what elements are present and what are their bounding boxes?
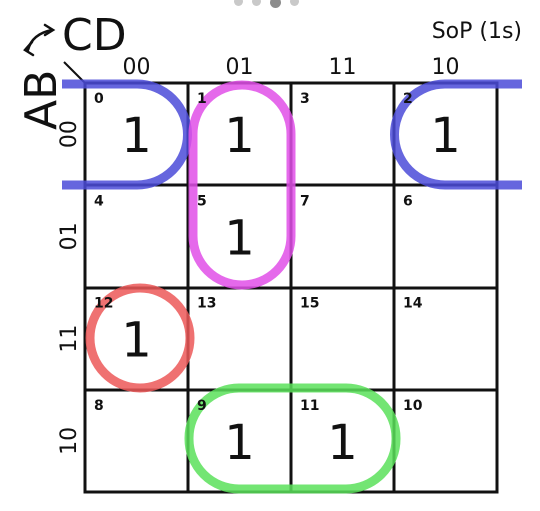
- cell-value[interactable]: 1: [224, 415, 255, 471]
- top-status-indicator: [228, 0, 318, 8]
- row-variable-label: AB: [16, 70, 67, 130]
- row-label: 11: [57, 325, 82, 353]
- cell-value[interactable]: 1: [224, 108, 255, 164]
- column-label: 10: [432, 55, 460, 80]
- single-group: [85, 283, 195, 393]
- cell-index: 13: [197, 296, 216, 312]
- cell-index: 11: [300, 398, 319, 414]
- cell-value[interactable]: 1: [430, 108, 461, 164]
- mode-label: SoP (1s): [432, 19, 522, 44]
- cell-index: 1: [197, 91, 207, 107]
- cell-index: 0: [94, 91, 104, 107]
- cell-index: 12: [94, 296, 113, 312]
- cell-index: 15: [300, 296, 319, 312]
- cell-value[interactable]: 1: [224, 210, 255, 266]
- swap-axes-icon[interactable]: [23, 23, 56, 57]
- cell-index: 2: [403, 91, 413, 107]
- cell-index: 10: [403, 398, 423, 414]
- cell-index: 4: [94, 193, 104, 209]
- column-label: 01: [226, 55, 254, 80]
- cell-value[interactable]: 1: [121, 313, 152, 369]
- cell-index: 6: [403, 193, 413, 209]
- cell-index: 5: [197, 193, 207, 209]
- horizontal-group: [184, 383, 401, 494]
- row-label: 01: [57, 222, 82, 250]
- cell-index: 8: [94, 398, 104, 414]
- cell-index: 14: [403, 296, 423, 312]
- row-label: 00: [57, 120, 82, 148]
- row-label: 10: [57, 427, 82, 455]
- wrap-corner-group-right: [390, 79, 522, 190]
- column-label: 00: [123, 55, 151, 80]
- column-variable-label: CD: [62, 10, 127, 61]
- vertical-group: [188, 80, 296, 290]
- cell-index: 9: [197, 398, 207, 414]
- cell-value[interactable]: 1: [327, 415, 358, 471]
- wrap-corner-group-left: [62, 79, 192, 190]
- cell-index: 3: [300, 91, 310, 107]
- cell-value[interactable]: 1: [121, 108, 152, 164]
- column-label: 11: [329, 55, 357, 80]
- cell-index: 7: [300, 193, 310, 209]
